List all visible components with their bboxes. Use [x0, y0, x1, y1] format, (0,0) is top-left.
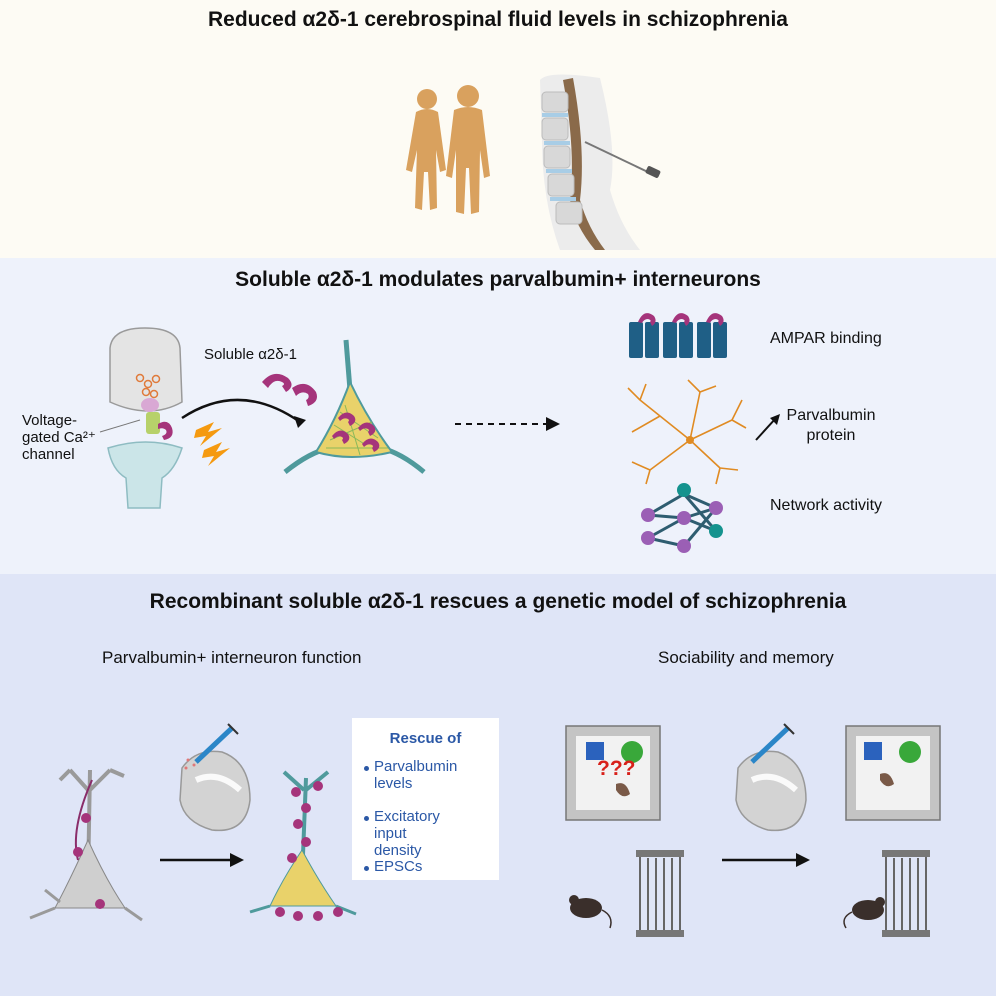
panel-csf-levels — [0, 0, 996, 258]
brain-syringe-icon — [179, 723, 251, 832]
right-subtitle: Sociability and memory — [658, 648, 834, 667]
cage-icon — [636, 850, 684, 937]
bottom-panel-title: Recombinant soluble α2δ-1 rescues a gene… — [149, 590, 847, 613]
neuron-before-icon — [29, 768, 143, 922]
channel-label-line2: gated Ca²⁺ — [22, 429, 96, 446]
channel-label-line1: Voltage- — [22, 412, 78, 429]
lightning-icon — [194, 422, 230, 466]
rescue-item-excitatory: Excitatory input density — [374, 808, 492, 859]
interneuron-icon — [283, 339, 426, 474]
parvalbumin-label: Parvalbumin protein — [776, 406, 886, 446]
soluble-alpha2delta-icon — [262, 373, 317, 406]
mouse-after-icon — [843, 897, 885, 929]
rescue-box: Rescue of Parvalbumin levels Excitatory … — [352, 718, 499, 880]
rescue-item-text: levels — [374, 775, 413, 792]
rescue-item-epscs: EPSCs — [374, 858, 492, 875]
ampar-label: AMPAR binding — [770, 330, 882, 347]
rescue-title: Rescue of — [389, 730, 462, 747]
rescue-item-parvalbumin: Parvalbumin levels — [374, 758, 492, 792]
rescue-item-text: Excitatory — [374, 808, 440, 825]
human-figures-icon — [406, 85, 490, 214]
parvalbumin-label-line1: Parvalbumin — [786, 407, 876, 424]
ampar-icon — [629, 313, 727, 358]
increase-arrow — [755, 417, 777, 441]
dendrite-tree-icon — [627, 379, 747, 485]
top-panel-title: Reduced α2δ-1 cerebrospinal fluid levels… — [208, 8, 788, 31]
spine-needle-icon — [540, 74, 661, 250]
arena-icon — [565, 725, 661, 821]
soluble-label: Soluble α2δ-1 — [204, 346, 297, 363]
bullet-icon — [364, 816, 369, 821]
arena-after-icon — [845, 725, 941, 821]
mouse-icon — [569, 895, 612, 929]
channel-label: Voltage- gated Ca²⁺ channel — [22, 412, 96, 463]
network-label: Network activity — [770, 497, 883, 514]
cage-after-icon — [882, 850, 930, 937]
middle-panel-title: Soluble α2δ-1 modulates parvalbumin+ int… — [235, 268, 761, 291]
parvalbumin-label-line2: protein — [806, 427, 856, 444]
rescue-item-text: Parvalbumin — [374, 758, 458, 775]
synapse-icon — [99, 327, 183, 509]
network-icon — [641, 483, 723, 553]
brain-syringe-icon-2 — [735, 723, 807, 832]
panel-modulation — [0, 258, 996, 574]
rescue-item-text: density — [374, 842, 422, 859]
channel-label-line3: channel — [22, 446, 75, 463]
bullet-icon — [364, 766, 369, 771]
rescue-item-text: input — [374, 825, 407, 842]
rescue-item-text: EPSCs — [374, 858, 423, 875]
bullet-icon — [364, 866, 369, 871]
neuron-after-icon — [249, 770, 357, 921]
left-subtitle: Parvalbumin+ interneuron function — [102, 648, 362, 667]
curved-arrow — [181, 398, 301, 424]
question-marks: ??? — [597, 757, 636, 780]
